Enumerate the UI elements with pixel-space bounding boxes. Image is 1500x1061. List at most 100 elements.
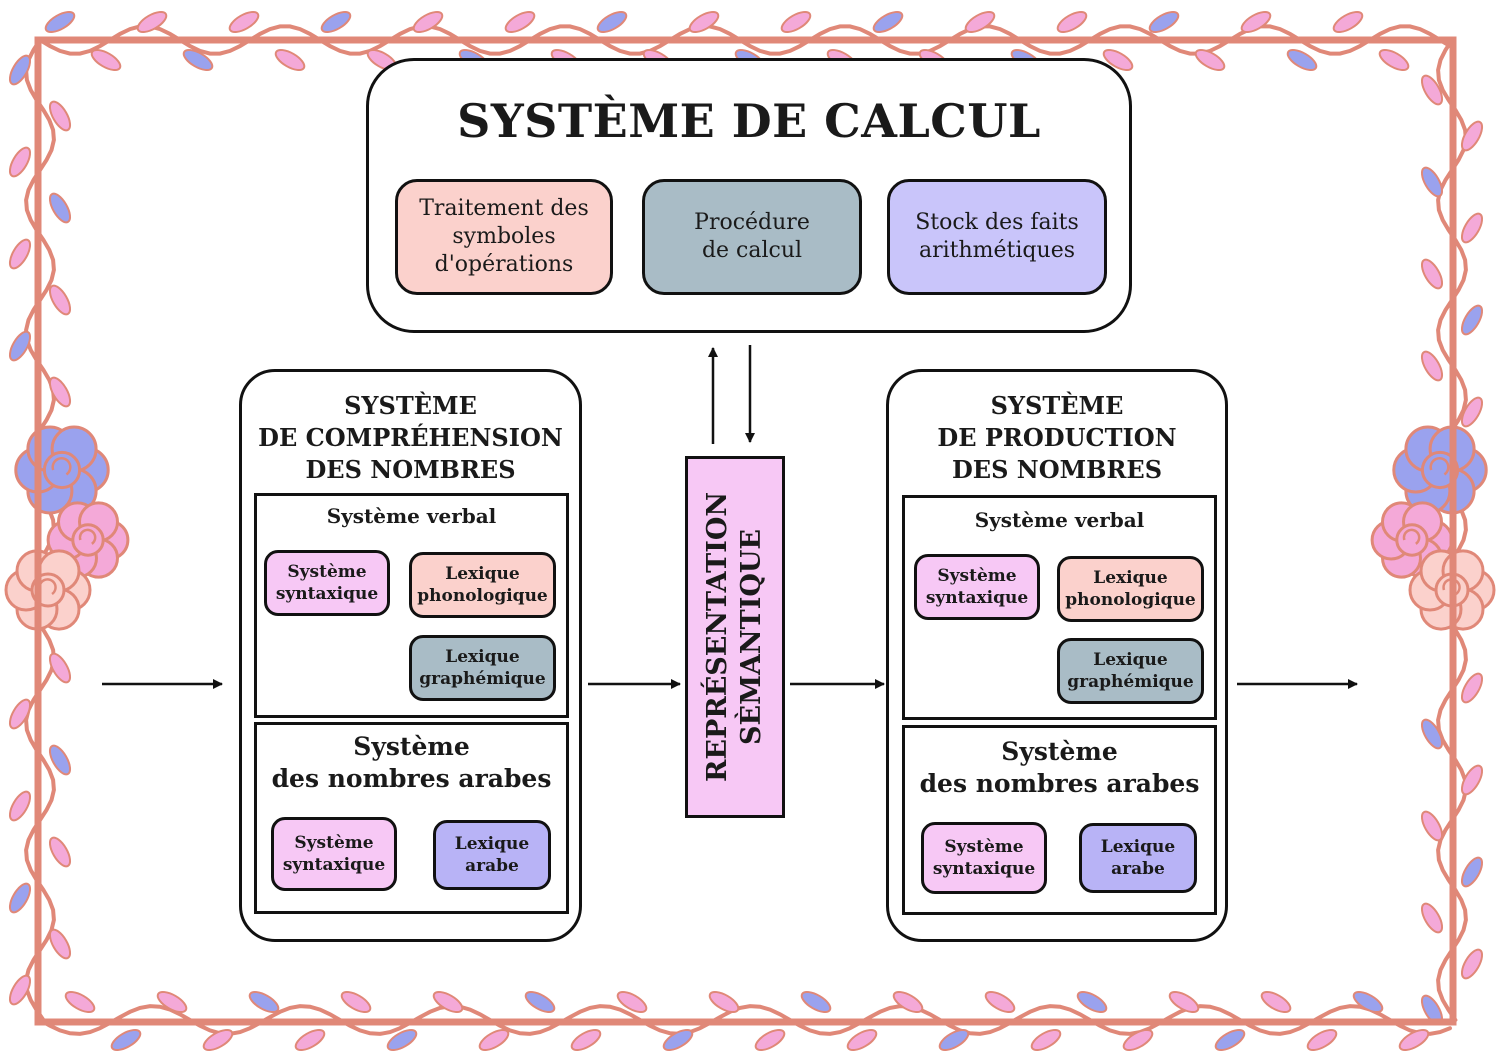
semantic-representation: REPRÉSENTATION SÈMANTIQUE [685, 456, 785, 818]
verbal-syntax-system: Système syntaxique [914, 554, 1040, 620]
verbal-syntax-system: Système syntaxique [264, 550, 390, 616]
leaf-icon [478, 1028, 510, 1052]
leaf-icon [8, 330, 32, 362]
leaf-icon [1420, 810, 1444, 842]
leaf-icon [90, 48, 122, 72]
leaf-icon [1420, 166, 1444, 198]
leaf-icon [412, 10, 444, 34]
leaf-icon [524, 990, 556, 1014]
frame-border [34, 36, 1457, 1026]
leaf-icon [48, 284, 72, 316]
comprehension-title: SYSTÈME DE COMPRÉHENSION DES NOMBRES [258, 391, 563, 484]
leaf-icon [616, 990, 648, 1014]
comprehension-arabic-system: Système des nombres arabes Système synta… [254, 722, 569, 914]
leaf-icon [1460, 120, 1484, 152]
leaf-icon [156, 990, 188, 1014]
leaf-icon [1306, 1028, 1338, 1052]
vine-bottom [38, 1004, 1452, 1036]
leaf-icon [48, 836, 72, 868]
comprehension-verbal-system: Système verbal Système syntaxique Lexiqu… [254, 493, 569, 718]
leaf-icon [432, 990, 464, 1014]
calcul-system: SYSTÈME DE CALCUL Traitement des symbole… [366, 58, 1132, 333]
leaf-icon [800, 990, 832, 1014]
arabic-lexicon: Lexique arabe [1079, 823, 1197, 893]
leaf-icon [938, 1028, 970, 1052]
leaf-icon [1460, 856, 1484, 888]
leaf-icon [48, 376, 72, 408]
verbal-heading: Système verbal [974, 508, 1145, 532]
leaf-icon [1420, 74, 1444, 106]
arabic-lexicon: Lexique arabe [433, 820, 551, 890]
arabic-syntax-system: Système syntaxique [271, 817, 397, 891]
leaf-icon [688, 10, 720, 34]
leaf-icon [274, 48, 306, 72]
graphemic-lexicon: Lexique graphémique [409, 635, 556, 701]
leaf-icon [1420, 718, 1444, 750]
leaf-icon [228, 10, 260, 34]
leaf-icon [1214, 1028, 1246, 1052]
vine-right [1436, 38, 1468, 1022]
leaf-icon [754, 1028, 786, 1052]
leaf-icon [340, 990, 372, 1014]
phonological-lexicon: Lexique phonologique [409, 552, 556, 618]
leaf-icon [1286, 48, 1318, 72]
arabic-syntax-system: Système syntaxique [921, 822, 1047, 894]
leaf-icon [1460, 396, 1484, 428]
leaf-icon [1460, 948, 1484, 980]
leaf-icon [1240, 10, 1272, 34]
leaf-icon [1460, 212, 1484, 244]
leaf-icon [1168, 990, 1200, 1014]
leaf-icon [1260, 990, 1292, 1014]
calcul-title: SYSTÈME DE CALCUL [457, 94, 1041, 148]
phonological-lexicon: Lexique phonologique [1057, 556, 1204, 622]
leaf-icon [294, 1028, 326, 1052]
leaf-icon [8, 54, 32, 86]
leaf-icon [136, 10, 168, 34]
leaf-icon [1194, 48, 1226, 72]
leaf-icon [8, 146, 32, 178]
semantic-representation-label: REPRÉSENTATION SÈMANTIQUE [702, 491, 767, 783]
leaf-icon [1460, 304, 1484, 336]
leaf-icon [1420, 902, 1444, 934]
leaf-icon [182, 48, 214, 72]
calculation-procedure-module: Procédure de calcul [642, 179, 862, 295]
leaf-icon [48, 928, 72, 960]
leaf-icon [846, 1028, 878, 1052]
leaf-icon [1122, 1028, 1154, 1052]
leaf-icon [984, 990, 1016, 1014]
production-verbal-system: Système verbal Système syntaxique Lexiqu… [902, 495, 1217, 720]
leaf-icon [780, 10, 812, 34]
production-arabic-system: Système des nombres arabes Système synta… [902, 725, 1217, 915]
leaf-icon [872, 10, 904, 34]
leaf-icon [48, 100, 72, 132]
leaf-icon [1056, 10, 1088, 34]
leaf-icon [48, 652, 72, 684]
leaf-icon [202, 1028, 234, 1052]
leaf-icon [892, 990, 924, 1014]
leaf-icon [64, 990, 96, 1014]
leaf-icon [1398, 1028, 1430, 1052]
verbal-heading: Système verbal [326, 504, 497, 528]
operation-symbols-module: Traitement des symboles d'opérations [395, 179, 613, 295]
leaf-icon [1076, 990, 1108, 1014]
leaf-icon [1352, 990, 1384, 1014]
arithmetic-facts-module: Stock des faits arithmétiques [887, 179, 1107, 295]
leaf-icon [8, 882, 32, 914]
leaf-icon [1460, 672, 1484, 704]
leaf-icon [596, 10, 628, 34]
leaf-icon [570, 1028, 602, 1052]
leaf-icon [504, 10, 536, 34]
leaf-icon [1102, 48, 1134, 72]
leaf-icon [48, 744, 72, 776]
leaf-icon [48, 192, 72, 224]
arabic-heading: Système des nombres arabes [271, 732, 552, 793]
leaf-icon [1148, 10, 1180, 34]
leaf-icon [110, 1028, 142, 1052]
leaf-icon [248, 990, 280, 1014]
comprehension-system: SYSTÈME DE COMPRÉHENSION DES NOMBRES Sys… [239, 369, 582, 942]
leaf-icon [1420, 350, 1444, 382]
leaf-icon [8, 790, 32, 822]
leaf-icon [1378, 48, 1410, 72]
leaf-icon [964, 10, 996, 34]
